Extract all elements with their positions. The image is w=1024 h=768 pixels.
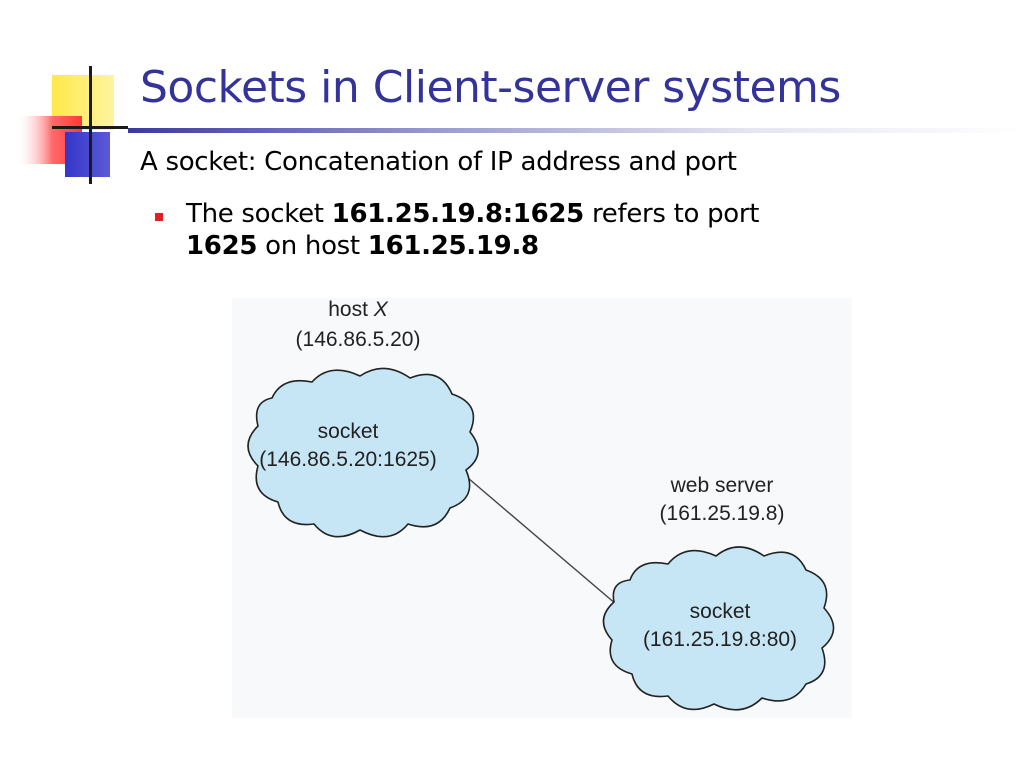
host-x-address: (146.86.5.20) <box>296 328 421 351</box>
blue-square <box>65 132 110 177</box>
host-x-socket-label: socket <box>318 420 379 443</box>
bullet-host-value: 161.25.19.8 <box>367 231 539 261</box>
host-x-heading: host X <box>328 298 389 321</box>
bullet-text-part: on host <box>257 231 368 261</box>
bullet-square-icon <box>155 213 163 221</box>
web-server-cloud <box>602 546 835 711</box>
bullet-port-value: 1625 <box>186 231 258 261</box>
web-server-socket-address: (161.25.19.8:80) <box>643 628 797 651</box>
bullet-text-part: refers to port <box>583 199 760 229</box>
bullet-text-part: The socket <box>186 199 332 229</box>
title-underline <box>128 128 1024 133</box>
host-name: X <box>373 298 389 321</box>
socket-connection-line <box>467 477 631 617</box>
slide-title: Sockets in Client-server systems <box>140 62 841 113</box>
web-server-socket-label: socket <box>690 600 751 623</box>
web-server-heading: web server <box>670 474 774 497</box>
bullet-socket-definition: A socket: Concatenation of IP address an… <box>140 147 737 177</box>
host-x-socket-address: (146.86.5.20:1625) <box>259 448 436 471</box>
bullet-socket-value: 161.25.19.8:1625 <box>331 199 585 229</box>
vertical-divider <box>89 66 92 184</box>
web-server-address: (161.25.19.8) <box>660 502 785 525</box>
socket-diagram: host X (146.86.5.20) socket (146.86.5.20… <box>247 298 835 711</box>
host-x-cloud <box>247 367 479 538</box>
decorative-corner-squares <box>16 66 128 184</box>
horizontal-divider <box>52 126 128 129</box>
host-label: host <box>328 298 368 321</box>
bullet-socket-example: The socket 161.25.19.8:1625 refers to po… <box>186 198 826 262</box>
